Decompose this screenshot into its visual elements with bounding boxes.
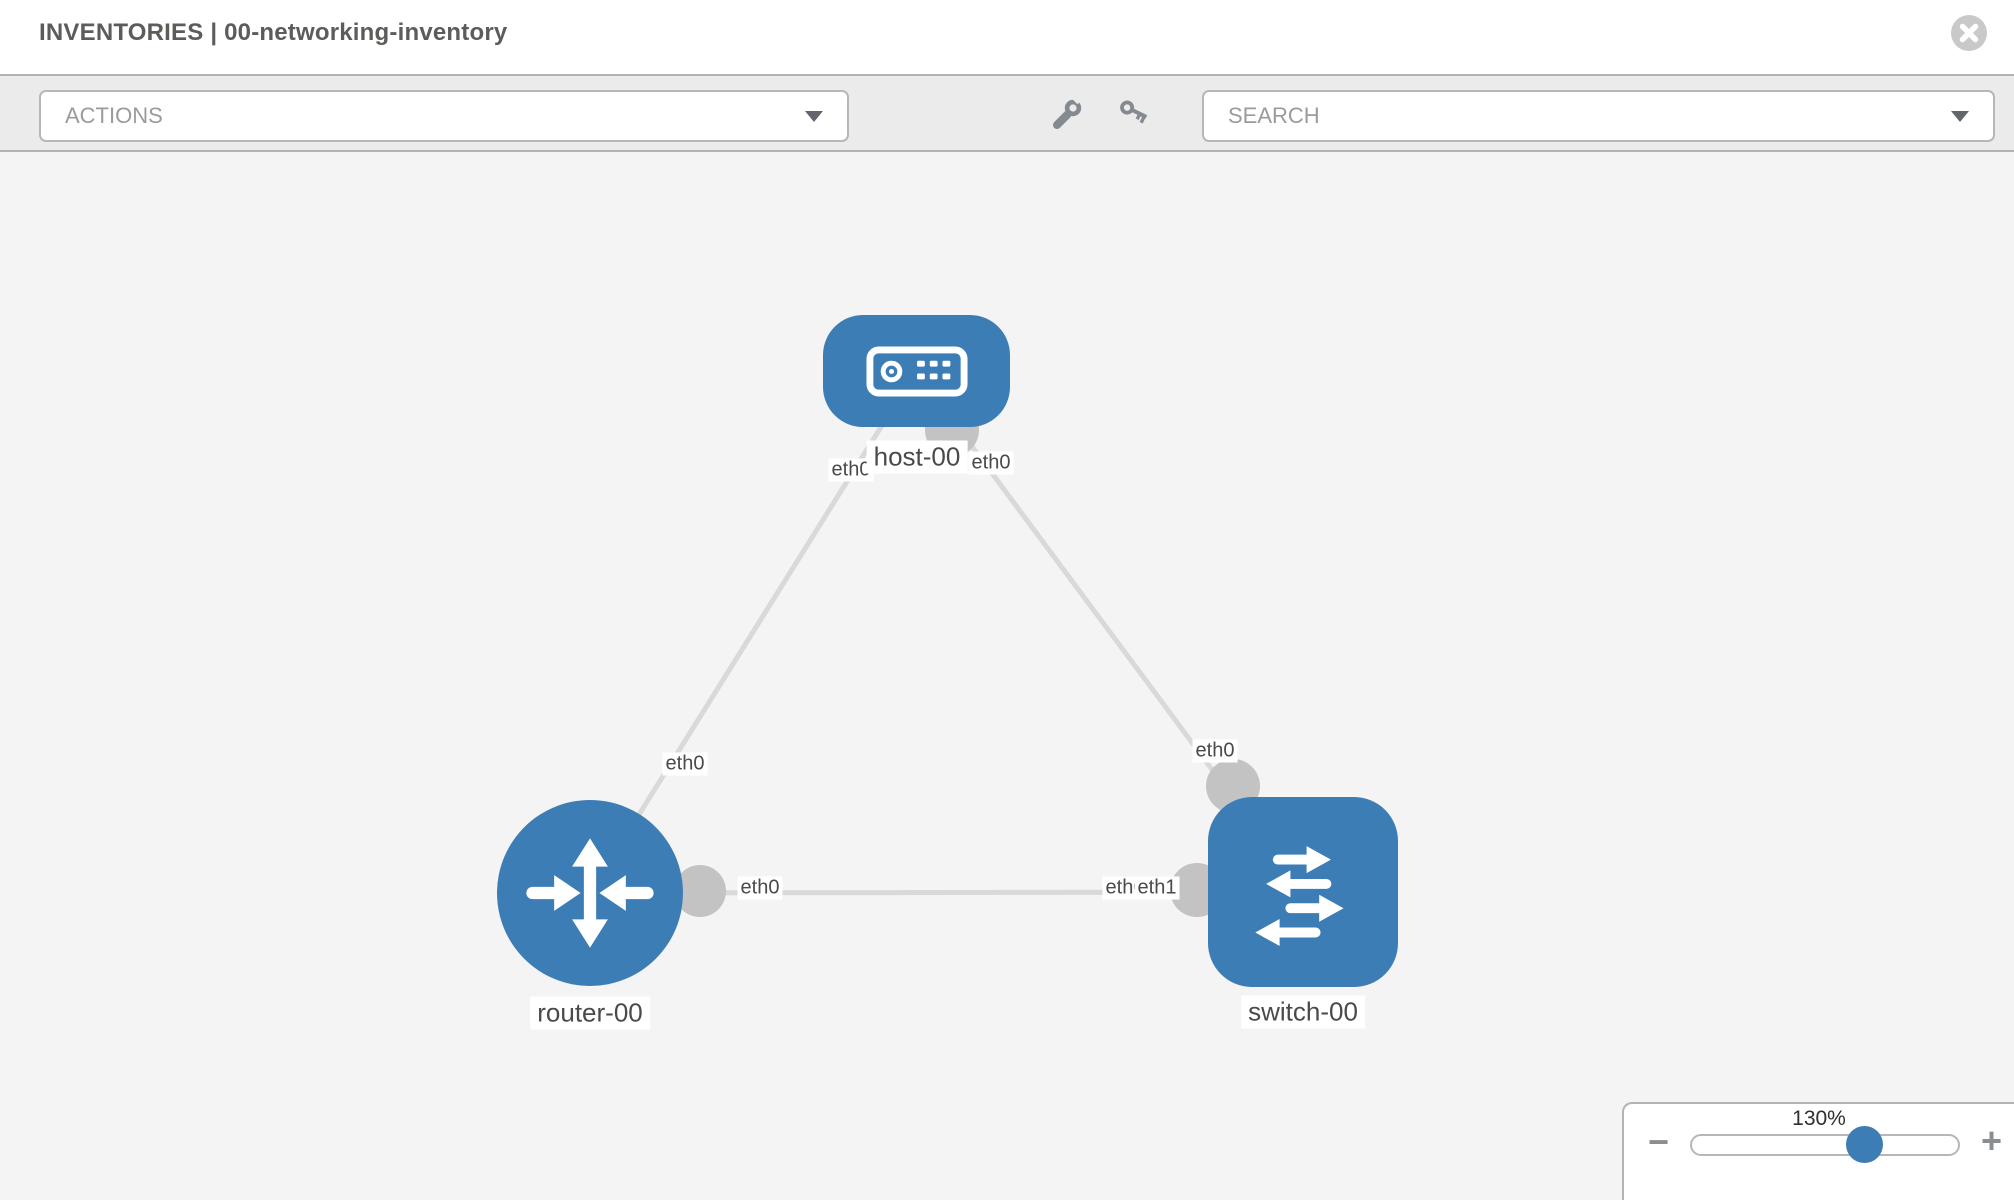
actions-dropdown[interactable]: ACTIONS	[39, 90, 849, 142]
key-icon	[1120, 100, 1147, 124]
iface-label-router-eth0: eth0	[737, 876, 783, 900]
header-bar: INVENTORIES | 00-networking-inventory	[0, 0, 2014, 74]
node-label-host-00: host-00	[866, 440, 968, 474]
iface-label-host-eth0-right: eth0	[968, 451, 1014, 475]
node-switch-00[interactable]	[1208, 797, 1398, 987]
node-router-00[interactable]	[497, 800, 683, 986]
iface-label-host-eth0-left: eth0	[828, 458, 874, 482]
search-dropdown[interactable]	[1202, 90, 1995, 142]
zoom-in-button[interactable]: +	[1980, 1120, 2002, 1161]
zoom-out-button[interactable]: −	[1648, 1121, 1670, 1162]
iface-label-router-eth0-uplink: eth0	[662, 752, 708, 776]
x-circle-icon	[1951, 15, 1987, 51]
topology-links-layer	[587, 369, 1306, 917]
tools-button[interactable]	[1050, 88, 1086, 132]
zoom-level-value: 130%	[1792, 1107, 1846, 1130]
iface-label-switch-eth1: eth1	[1134, 876, 1180, 900]
node-label-switch-00: switch-00	[1241, 995, 1365, 1029]
switch-icon	[1255, 846, 1344, 946]
wrench-icon	[1053, 88, 1086, 129]
iface-label-switch-eth0-uplink: eth0	[1192, 739, 1238, 763]
node-label-router-00: router-00	[530, 996, 650, 1030]
chevron-down-icon	[805, 110, 823, 122]
search-input[interactable]	[1204, 92, 1993, 140]
page-title: INVENTORIES | 00-networking-inventory	[39, 19, 508, 46]
zoom-slider-thumb[interactable]	[1845, 1126, 1883, 1163]
link-host00-router00[interactable]	[587, 369, 919, 895]
router-icon	[526, 838, 654, 948]
topology-canvas[interactable]: host-00 router-00 switch-00 eth0 eth0 et…	[0, 152, 2014, 1200]
zoom-slider-track[interactable]	[1690, 1126, 1960, 1163]
toolbar: ACTIONS	[0, 74, 2014, 152]
credentials-button[interactable]	[1118, 96, 1154, 132]
close-button[interactable]	[1950, 14, 1988, 52]
actions-dropdown-label: ACTIONS	[65, 103, 163, 128]
interface-port[interactable]	[674, 865, 726, 917]
host-icon	[865, 345, 968, 397]
zoom-control-panel: 130% − +	[1622, 1102, 2014, 1200]
node-host-00[interactable]	[823, 315, 1010, 427]
